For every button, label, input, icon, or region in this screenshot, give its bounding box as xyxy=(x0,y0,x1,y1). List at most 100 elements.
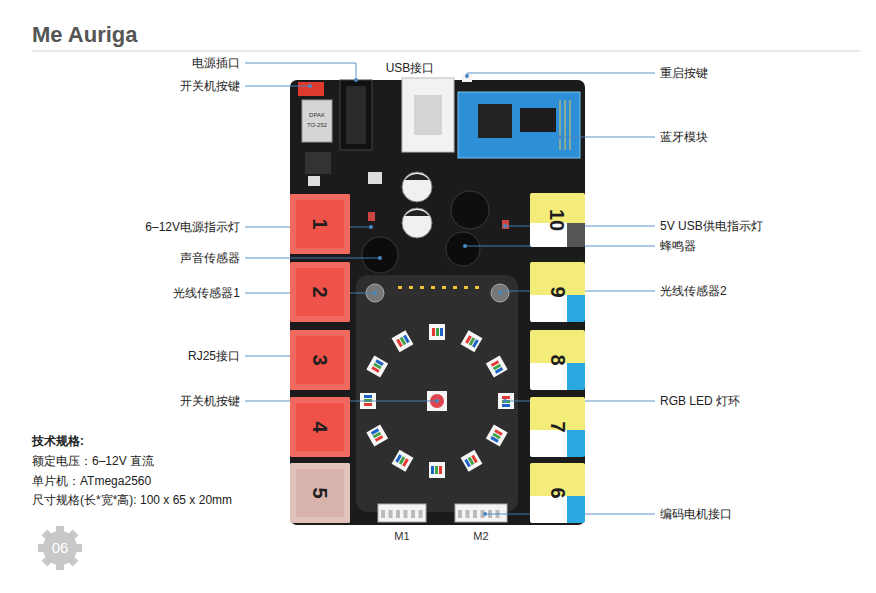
rj25-port: 1 xyxy=(290,194,350,254)
indicator-dot xyxy=(475,286,479,289)
usb-led xyxy=(502,220,509,229)
dc-jack xyxy=(340,80,372,150)
rgb-led xyxy=(392,330,414,352)
spec-text: 技术规格: xyxy=(32,434,84,448)
callout-label: 光线传感器2 xyxy=(660,284,727,298)
connector-pin xyxy=(396,510,400,518)
rj25-port: 7 xyxy=(530,397,585,457)
rgb-led xyxy=(366,356,388,378)
spec-text: 额定电压：6–12V 直流 xyxy=(32,454,154,468)
indicator-dot xyxy=(409,286,413,289)
buzzer xyxy=(446,232,480,266)
rgb-led xyxy=(366,425,388,447)
connector-pin xyxy=(411,510,415,518)
indicator-dot xyxy=(420,286,424,289)
callout-label: 5V USB供电指示灯 xyxy=(660,219,763,233)
connector-pin xyxy=(381,510,385,518)
reset-button xyxy=(462,74,472,82)
usb-port-inner xyxy=(414,95,442,135)
bluetooth-module xyxy=(458,92,580,158)
capacitor xyxy=(402,172,432,202)
encoder-connector xyxy=(455,504,507,522)
power-led xyxy=(368,212,375,221)
rj25-port: 10 xyxy=(530,193,585,247)
connector-pin xyxy=(473,510,477,518)
rgb-led xyxy=(486,356,508,378)
port-number: 9 xyxy=(548,286,568,297)
spec-text: 单片机：ATmega2560 xyxy=(32,474,151,488)
capacitor-top xyxy=(405,174,429,180)
smd-part xyxy=(368,172,382,184)
rgb-led xyxy=(461,450,483,472)
connector-pin xyxy=(458,510,462,518)
capacitor xyxy=(402,208,432,238)
callout-label: RGB LED 灯环 xyxy=(660,394,740,408)
chip-marking: TO-252 xyxy=(307,122,327,129)
rj25-port: 2 xyxy=(290,262,350,322)
port-number: 2 xyxy=(310,286,330,297)
callout-label: 电源插口 xyxy=(192,56,240,70)
port-number: 5 xyxy=(310,487,330,498)
connector-pin xyxy=(389,510,393,518)
page-number: 06 xyxy=(52,539,69,557)
smd-part xyxy=(308,176,320,186)
power-switch xyxy=(298,82,324,96)
callout-label: 光线传感器1 xyxy=(173,286,240,300)
port-number: 6 xyxy=(548,487,568,498)
diode xyxy=(305,152,331,174)
rj25-port: 9 xyxy=(530,262,585,322)
callout-label: 开关机按键 xyxy=(180,79,240,93)
rj25-port: 5 xyxy=(290,463,350,523)
capacitor-top xyxy=(405,210,429,216)
callout-label: 声音传感器 xyxy=(180,251,240,265)
callout-label: 重启按键 xyxy=(660,66,708,80)
connector-name: M2 xyxy=(473,530,488,543)
indicator-dot xyxy=(398,286,402,289)
indicator-dot xyxy=(442,286,446,289)
indicator-dot xyxy=(464,286,468,289)
port-number: 1 xyxy=(310,218,330,229)
regulator-chip xyxy=(302,100,332,142)
encoder-connector xyxy=(378,504,426,522)
gear-icon xyxy=(38,526,82,570)
port-number: 4 xyxy=(310,421,330,432)
port-number: 7 xyxy=(548,421,568,432)
callout-label: 编码电机接口 xyxy=(660,507,732,521)
port-number: 10 xyxy=(548,209,568,231)
connector-pin xyxy=(404,510,408,518)
bluetooth-chip xyxy=(478,104,512,138)
title-rule xyxy=(32,51,860,52)
connector-pin xyxy=(466,510,470,518)
rgb-led xyxy=(461,330,483,352)
buzzer-housing xyxy=(451,191,489,229)
callout-label: 6–12V电源指示灯 xyxy=(145,220,240,234)
spec-text: 尺寸规格(长*宽*高): 100 x 65 x 20mm xyxy=(32,493,232,507)
led-panel xyxy=(356,275,518,512)
port-number: 3 xyxy=(310,354,330,365)
rj25-port: 4 xyxy=(290,397,350,457)
rgb-led xyxy=(486,425,508,447)
antenna-trace xyxy=(560,100,570,150)
dc-jack-inner xyxy=(346,86,366,144)
bluetooth-chip xyxy=(520,108,556,132)
leader-dots xyxy=(290,74,562,516)
rgb-led xyxy=(392,450,414,472)
rj25-port: 3 xyxy=(290,330,350,390)
leader-lines xyxy=(245,63,655,514)
chip-marking: DPAK xyxy=(309,112,325,119)
connector-pin xyxy=(419,510,423,518)
callout-label: 开关机按键 xyxy=(180,394,240,408)
light-sensor xyxy=(491,284,509,302)
rgb-led xyxy=(429,324,445,340)
port-number: 8 xyxy=(548,354,568,365)
page-title: Me Auriga xyxy=(32,22,138,48)
connector-name: M1 xyxy=(394,530,409,543)
callout-label: RJ25接口 xyxy=(188,349,240,363)
rgb-led xyxy=(429,462,445,478)
callout-label: 蜂鸣器 xyxy=(660,239,696,253)
usb-port xyxy=(402,78,454,152)
callout-label: 蓝牙模块 xyxy=(660,130,708,144)
rj25-port: 6 xyxy=(530,463,585,523)
rj25-port: 8 xyxy=(530,330,585,390)
indicator-dot xyxy=(431,286,435,289)
